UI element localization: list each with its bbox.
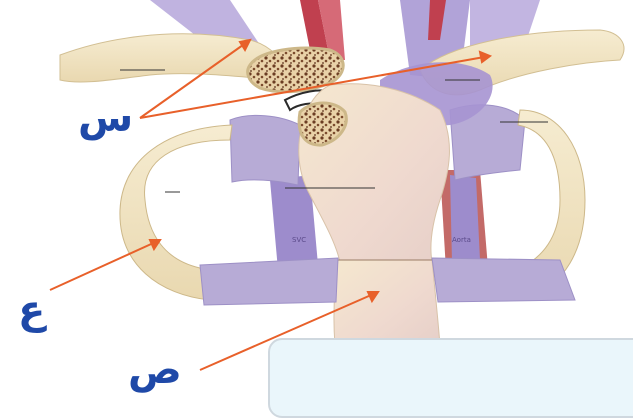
- answer-box[interactable]: [268, 338, 633, 418]
- aorta-label: Aorta: [452, 236, 471, 244]
- right-lower-cartilage: [432, 258, 575, 302]
- label-ain: ع: [18, 290, 45, 330]
- svc-label: SVC: [292, 236, 306, 244]
- label-sad: ص: [128, 350, 182, 390]
- upper-left-cartilage: [230, 115, 300, 185]
- anatomy-diagram: [0, 0, 633, 396]
- sternum-body: [334, 260, 440, 345]
- label-s: س: [78, 98, 133, 138]
- left-lower-cartilage: [200, 258, 338, 305]
